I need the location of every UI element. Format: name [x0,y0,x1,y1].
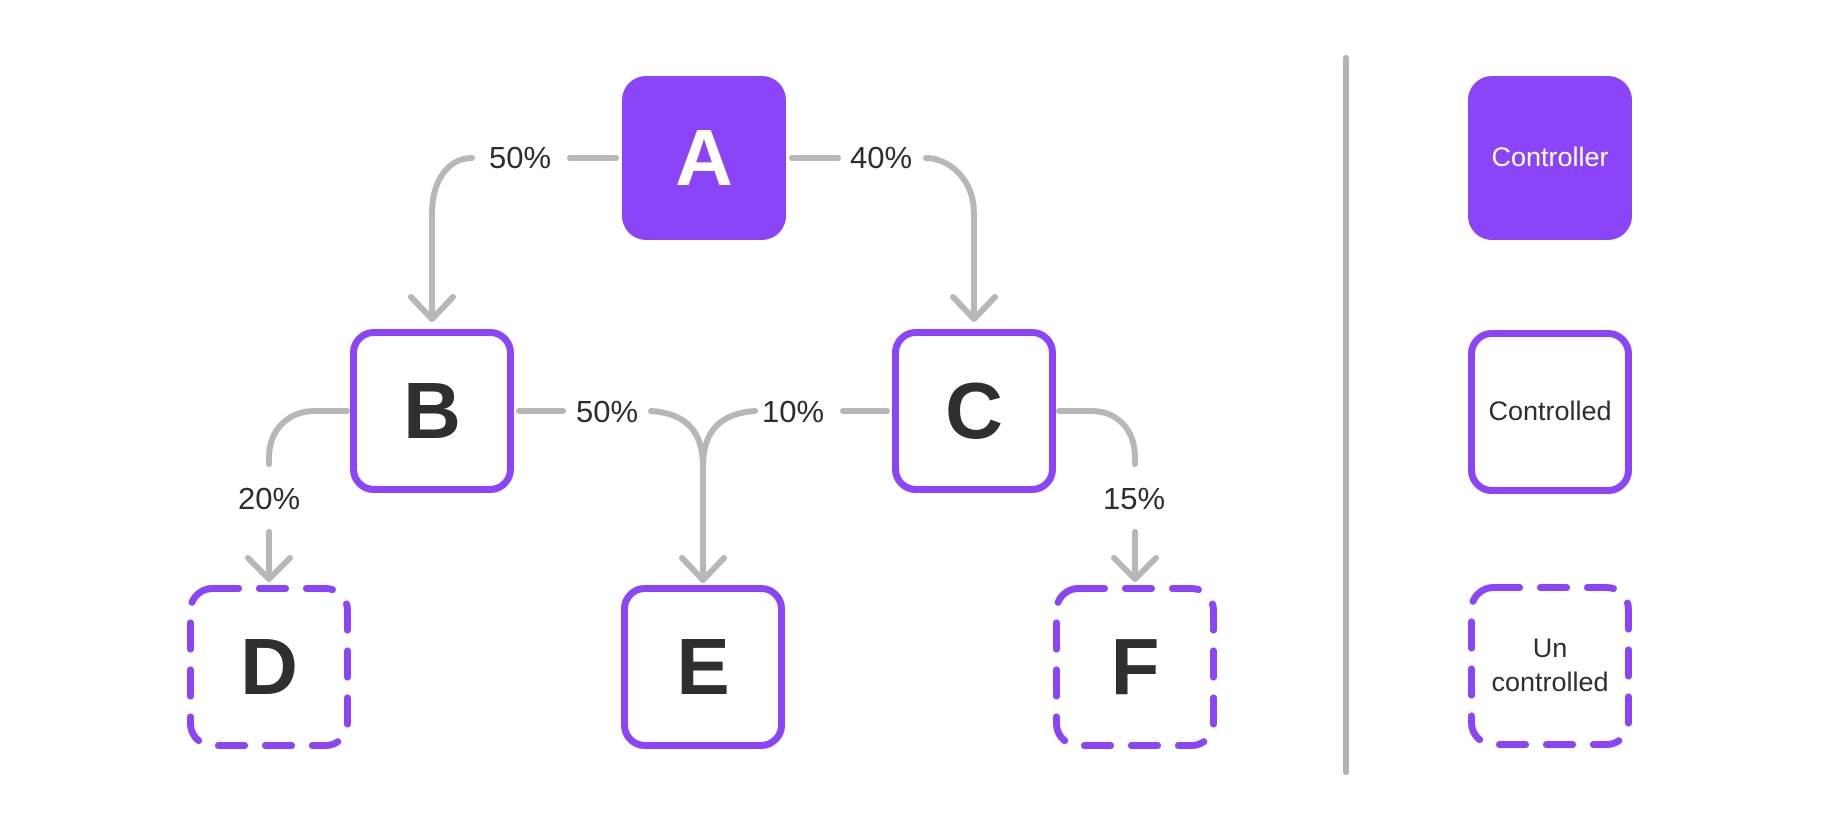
legend-item-controlled: Controlled [1468,330,1632,494]
edge-b-e-percent: 50% [575,394,639,429]
legend-uncontrolled-label: Un controlled [1491,633,1609,697]
legend-controller-label: Controller [1491,142,1609,173]
edge-c-f-arrowhead [1111,555,1159,582]
legend-controlled-label: Controlled [1488,396,1612,427]
edge-c-e-bend [700,408,758,469]
edge-e-arrowhead [679,555,727,583]
node-f-label: F [1110,622,1160,711]
node-b-label: B [403,366,461,455]
edge-a-b-bend [429,155,475,319]
edge-b-d-arrowhead [245,555,293,582]
node-f-dashed-border [1053,585,1217,749]
node-f[interactable]: F [1053,585,1217,749]
edge-a-c-bend [923,155,977,319]
edge-b-d-bend [266,408,350,467]
node-b[interactable]: B [350,329,514,493]
node-d-label: D [240,622,298,711]
legend-item-controller: Controller [1468,76,1632,240]
legend-item-uncontrolled: Un controlled [1468,584,1632,748]
node-e-label: E [676,622,730,711]
node-d[interactable]: D [187,585,351,749]
edge-c-f-percent: 15% [1102,481,1166,516]
node-e[interactable]: E [621,585,785,749]
node-a[interactable]: A [622,76,786,240]
edge-a-c-arrowhead [950,294,998,322]
edge-b-e-bend [648,408,706,469]
edge-a-b-percent: 50% [488,140,552,175]
edge-c-e-percent: 10% [761,394,825,429]
node-c-label: C [945,366,1003,455]
legend-uncontrolled-dashed-border [1468,584,1632,748]
edge-a-c-percent: 40% [849,140,913,175]
edge-c-f-bend [1056,408,1138,467]
node-c[interactable]: C [892,329,1056,493]
edge-a-b-arrowhead [408,294,456,322]
edge-b-d-percent: 20% [237,481,301,516]
node-a-label: A [675,113,733,202]
node-d-dashed-border [187,585,351,749]
